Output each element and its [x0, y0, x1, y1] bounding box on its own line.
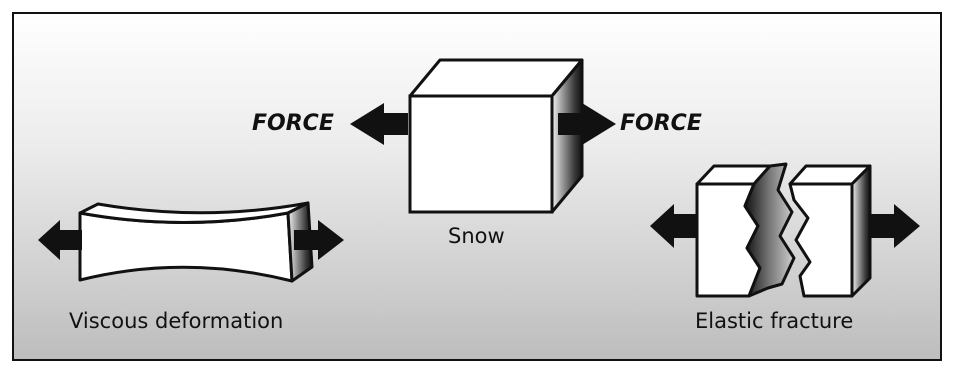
- elastic-label: Elastic fracture: [695, 309, 854, 333]
- force-left-label: FORCE: [252, 111, 334, 136]
- diagram-canvas: [38, 58, 920, 298]
- elastic-right-side: [850, 164, 872, 298]
- viscous-left-arrow: [38, 220, 82, 260]
- elastic-crack: [743, 162, 796, 298]
- force-right-label: FORCE: [620, 111, 702, 136]
- snow-label: Snow: [448, 224, 505, 248]
- elastic-block: [695, 162, 872, 298]
- elastic-left-arrow: [650, 204, 696, 248]
- force-right-arrow: [558, 103, 616, 145]
- snow-cube: [408, 58, 584, 214]
- elastic-right-arrow: [870, 204, 920, 248]
- viscous-right-arrow: [294, 220, 344, 260]
- elastic-right-front: [788, 182, 854, 298]
- viscous-block: [78, 201, 314, 283]
- diagram-frame: FORCE FORCE Snow Viscous deformation Ela…: [12, 12, 942, 361]
- snow-cube-front: [408, 94, 554, 214]
- force-left-arrow: [350, 103, 408, 145]
- viscous-label: Viscous deformation: [69, 309, 284, 333]
